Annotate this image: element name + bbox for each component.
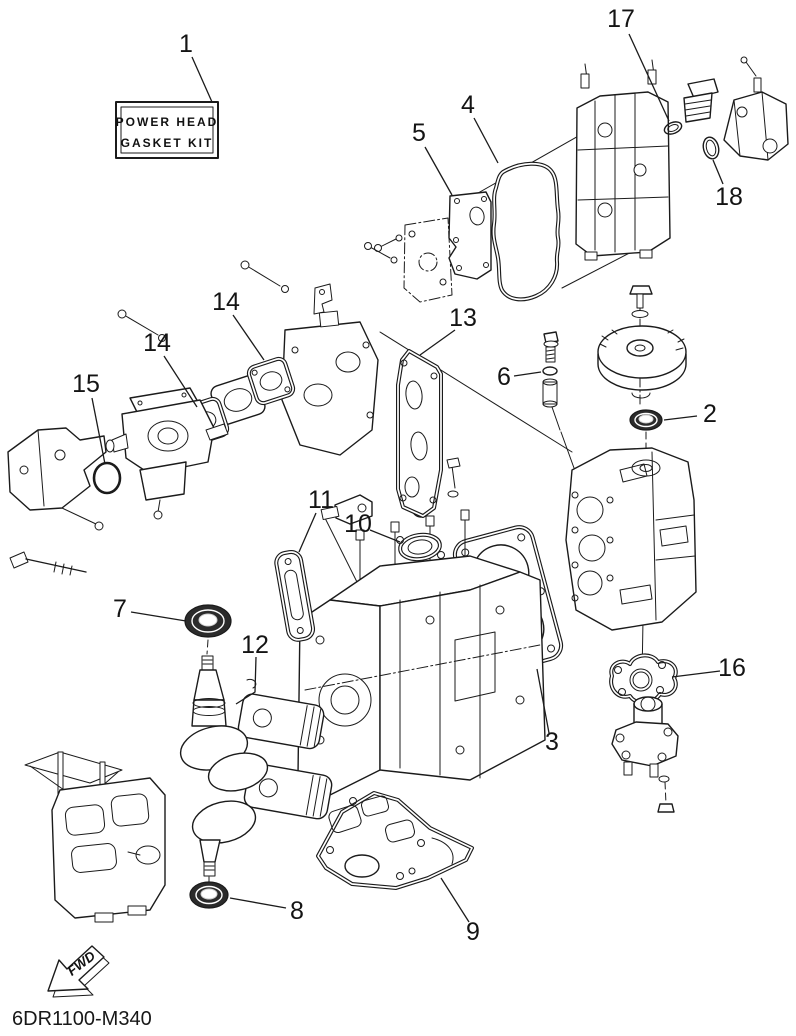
o-ring-17 <box>663 121 683 135</box>
piston-1 <box>237 693 325 750</box>
leader-line-18 <box>712 159 724 185</box>
side-gasket-11 <box>274 549 316 642</box>
exhaust-plate-5 <box>374 191 492 303</box>
crankshaft-assembly <box>179 604 333 909</box>
kit-label-line2: GASKET KIT <box>121 136 214 150</box>
kit-label-box: POWER HEAD GASKET KIT <box>115 101 219 159</box>
callout-15: 15 <box>72 370 100 398</box>
leader-line-8 <box>229 897 287 909</box>
long-mount-bolt <box>9 551 87 576</box>
head-cover-gasket-4 <box>491 161 561 302</box>
leader-line-14 <box>232 314 265 361</box>
leader-line-6 <box>513 371 542 377</box>
leader-line-9 <box>440 877 470 923</box>
callout-12: 12 <box>241 631 269 659</box>
callout-10: 10 <box>344 510 372 538</box>
thermostat-gasket-10 <box>396 532 445 562</box>
intake-manifold-group <box>7 242 398 576</box>
leader-line-11 <box>298 512 317 553</box>
o-ring-18 <box>702 136 720 160</box>
callout-6: 6 <box>497 363 511 391</box>
base-gasket-9 <box>316 791 474 890</box>
part-code: 6DR1100-M340 <box>12 1008 152 1030</box>
callout-17: 17 <box>607 5 635 33</box>
callout-14: 14 <box>212 288 240 316</box>
o-ring-6 <box>542 366 558 376</box>
callout-14: 14 <box>143 329 171 357</box>
aux-cover <box>723 56 789 161</box>
mount-bracket <box>7 427 107 531</box>
callout-8: 8 <box>290 897 304 925</box>
callout-9: 9 <box>466 918 480 946</box>
leader-line-10 <box>369 529 401 543</box>
cylinder-head-cover <box>575 59 671 261</box>
leader-line-3 <box>536 668 550 734</box>
leader-line-5 <box>424 146 453 196</box>
oil-pump-housing <box>611 696 679 813</box>
fwd-arrow: FWD <box>47 945 110 998</box>
kit-label-line1: POWER HEAD <box>116 115 219 129</box>
leader-line-15 <box>91 397 106 465</box>
leader-line-12 <box>235 656 257 705</box>
intake-manifold <box>281 321 379 456</box>
leader-line-16 <box>671 670 721 678</box>
upper-casing <box>24 751 166 923</box>
callout-7: 7 <box>113 595 127 623</box>
leader-line-17 <box>628 33 670 122</box>
anode-bolt-assembly <box>542 331 575 469</box>
cylinder-block <box>297 509 546 796</box>
leader-line-4 <box>473 117 499 164</box>
pump-gasket-16 <box>609 653 678 705</box>
flywheel-assembly <box>597 285 687 463</box>
callout-11: 11 <box>308 486 334 514</box>
breather-fitting <box>320 494 373 525</box>
leader-line-2 <box>663 415 698 421</box>
carburetor <box>105 387 229 520</box>
callout-1: 1 <box>179 30 193 58</box>
callout-3: 3 <box>545 728 559 756</box>
leader-line-13 <box>419 329 456 356</box>
leader-line-14 <box>163 355 198 408</box>
o-ring-15 <box>92 461 122 495</box>
cylinder-head <box>565 447 697 631</box>
callout-2: 2 <box>703 400 717 428</box>
carb-gasket-14b <box>246 356 296 406</box>
callout-18: 18 <box>715 183 743 211</box>
leader-line-7 <box>130 611 187 622</box>
callout-16: 16 <box>718 654 746 682</box>
callout-5: 5 <box>412 119 426 147</box>
callout-13: 13 <box>449 304 477 332</box>
callout-4: 4 <box>461 91 475 119</box>
exhaust-gasket-13 <box>396 349 443 518</box>
oil-filler-cap <box>683 78 719 123</box>
leader-line-1 <box>191 56 213 103</box>
